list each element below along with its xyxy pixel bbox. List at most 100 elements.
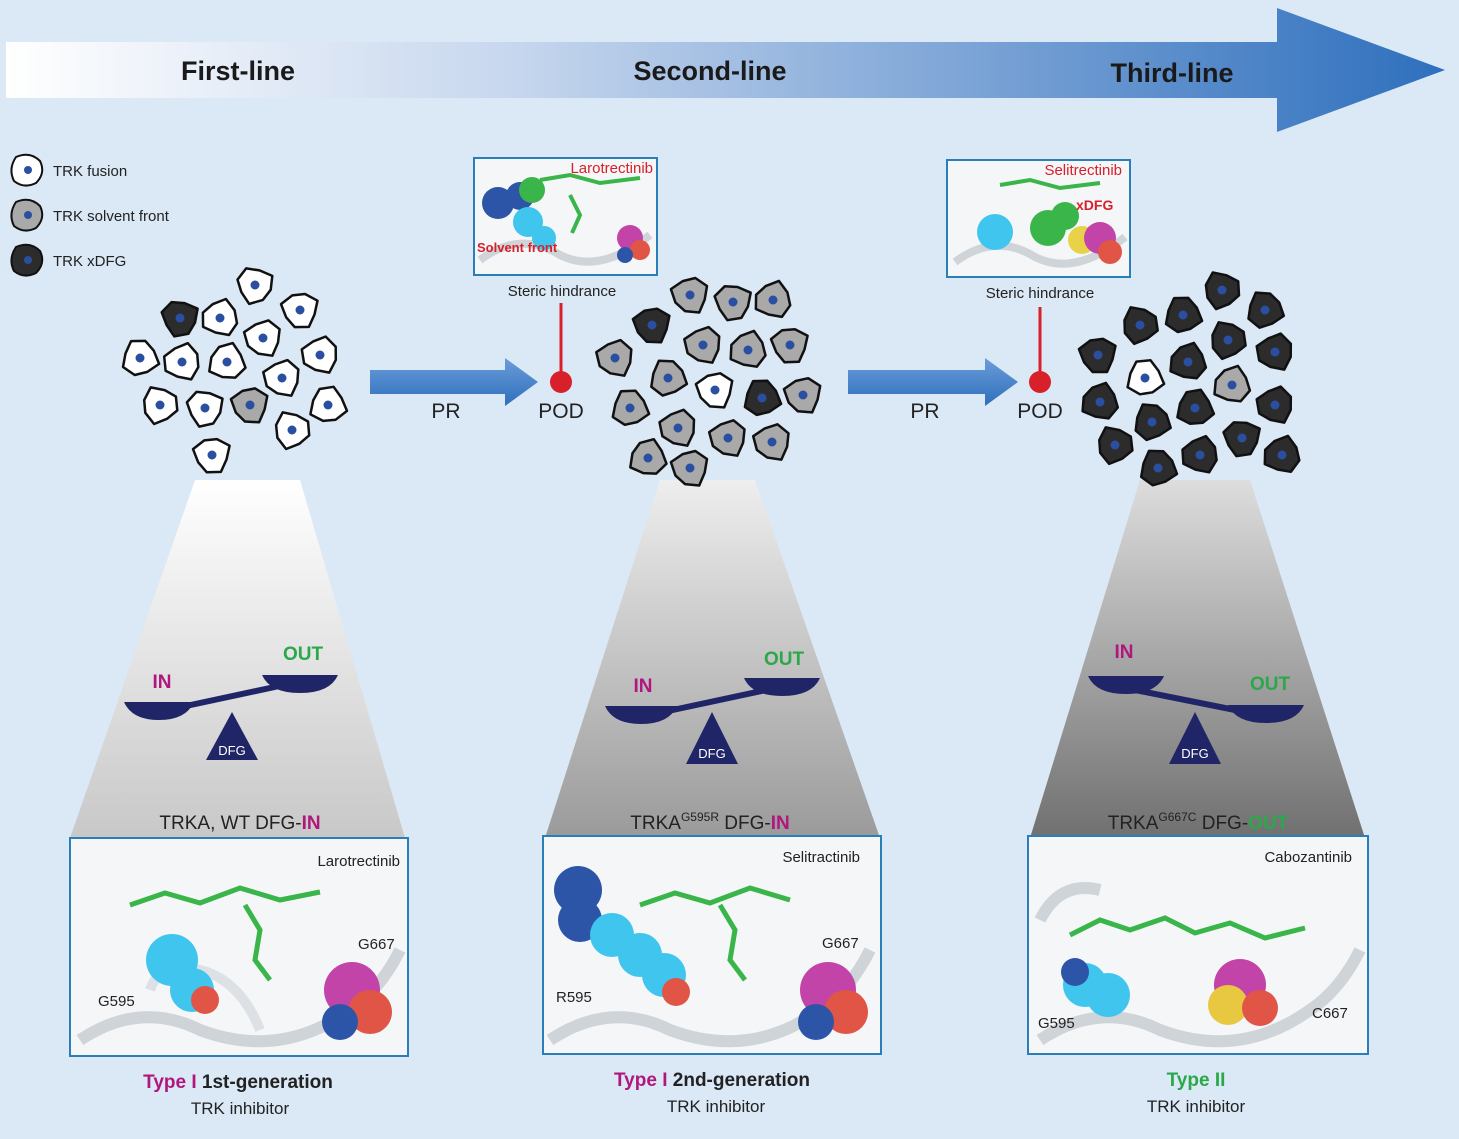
cell-nucleus (785, 340, 795, 350)
cell-nucleus (250, 280, 260, 290)
transition-1: PR POD (370, 303, 584, 423)
cell-nucleus (245, 400, 255, 410)
first-line-label: First-line (181, 56, 295, 86)
balance-out-label: OUT (283, 644, 324, 665)
balance-second: IN OUT DFG (605, 649, 820, 764)
inset-2-caption: Steric hindrance (986, 285, 1094, 302)
cell-cluster-third (1077, 271, 1301, 487)
legend-xdfg-label: TRK xDFG (53, 253, 126, 270)
inhibitor-type-second: Type I 2nd-generation (614, 1070, 810, 1091)
legend: TRK fusion TRK solvent front TRK xDFG (10, 153, 170, 277)
pr-label-1: PR (431, 400, 460, 423)
cell-nucleus (175, 313, 185, 323)
second-line-label: Second-line (633, 56, 786, 86)
residue-right-third: C667 (1312, 1005, 1348, 1022)
mutation-label-first: TRKA, WT DFG-IN (159, 813, 320, 834)
structure-panel-first: Larotrectinib G595 G667 (69, 837, 409, 1057)
cell-nucleus (1095, 397, 1105, 407)
pod-label-1: POD (538, 400, 584, 423)
residue-right-first: G667 (358, 936, 395, 953)
inhibitor-type-first: Type I 1st-generation (143, 1072, 333, 1093)
inset-1-caption: Steric hindrance (508, 283, 616, 300)
cell-nucleus (728, 297, 738, 307)
pod-label-2: POD (1017, 400, 1063, 423)
residue-right-second: G667 (822, 935, 859, 952)
cell-nucleus (1183, 357, 1193, 367)
fulcrum-label: DFG (1181, 746, 1208, 761)
balance-in-label: IN (1115, 642, 1134, 663)
cell-nucleus (1140, 373, 1150, 383)
cone-third (1030, 480, 1365, 838)
cell-nucleus (685, 463, 695, 473)
cell-nucleus (1093, 350, 1103, 360)
cell-nucleus (1270, 347, 1280, 357)
fulcrum (686, 712, 738, 764)
xdfg-cell-icon (10, 243, 44, 277)
inset-2-drug: Selitrectinib (1044, 162, 1122, 179)
cell-cluster-first (121, 267, 349, 474)
drug-name-second: Selitractinib (782, 849, 860, 866)
balance-out-label: OUT (764, 649, 805, 670)
inhibitor-class-first: TRK inhibitor (191, 1099, 290, 1118)
cell-nucleus (643, 453, 653, 463)
pod-marker-1 (550, 371, 572, 393)
drug-name-third: Cabozantinib (1264, 849, 1352, 866)
inset-structure-2: Selitrectinib xDFG Steric hindrance (946, 159, 1131, 302)
fusion-cell-icon (10, 153, 44, 187)
cell-nucleus (315, 350, 325, 360)
inset-2-label: xDFG (1076, 197, 1113, 213)
cell-nucleus (177, 357, 187, 367)
mutation-label-second: TRKAG595R DFG-IN (630, 810, 789, 834)
cell-nucleus (1135, 320, 1145, 330)
cell-nucleus (1223, 335, 1233, 345)
cell-nucleus (287, 425, 297, 435)
cell-nucleus (207, 450, 217, 460)
cell-nucleus (1178, 310, 1188, 320)
transition-2: PR POD (848, 307, 1063, 423)
drug-name-first: Larotrectinib (317, 853, 400, 870)
cell-nucleus (222, 357, 232, 367)
inhibitor-class-second: TRK inhibitor (667, 1097, 766, 1116)
cell-nucleus (710, 385, 720, 395)
cone-first (70, 480, 405, 838)
fulcrum-label: DFG (698, 746, 725, 761)
inset-structure-1: Larotrectinib Solvent front Steric hindr… (473, 157, 658, 300)
cell-nucleus (258, 333, 268, 343)
residue-left-second: R595 (556, 989, 592, 1006)
balance-pan-out (262, 675, 338, 693)
cell-nucleus (673, 423, 683, 433)
inhibitor-class-third: TRK inhibitor (1147, 1097, 1246, 1116)
cell-nucleus (135, 353, 145, 363)
cell-nucleus (723, 433, 733, 443)
cell-nucleus (610, 353, 620, 363)
cell-nucleus (798, 390, 808, 400)
solvent-front-cell-icon (10, 198, 44, 232)
cell-nucleus (1147, 417, 1157, 427)
cell-nucleus (200, 403, 210, 413)
cell-nucleus (1110, 440, 1120, 450)
cell-nucleus (1270, 400, 1280, 410)
third-line-label: Third-line (1111, 58, 1234, 88)
balance-pan-out (1228, 705, 1304, 723)
cell-nucleus (663, 373, 673, 383)
cell-nucleus (1153, 463, 1163, 473)
balance-in-label: IN (153, 672, 172, 693)
cell-nucleus (647, 320, 657, 330)
inhibitor-type-third: Type II (1167, 1070, 1226, 1091)
pr-arrow-2 (848, 358, 1018, 406)
cell-nucleus (625, 403, 635, 413)
legend-fusion-label: TRK fusion (53, 163, 127, 180)
legend-solvent-label: TRK solvent front (53, 208, 170, 225)
balance-pan-in (124, 702, 194, 720)
cell-nucleus (295, 305, 305, 315)
balance-first: IN OUT DFG (124, 644, 338, 760)
cell-cluster-second (595, 276, 822, 487)
cell-nucleus (155, 400, 165, 410)
pr-arrow-1 (370, 358, 538, 406)
residue-left-third: G595 (1038, 1015, 1075, 1032)
inset-1-label: Solvent front (477, 240, 558, 255)
cell-nucleus (1195, 450, 1205, 460)
cell-nucleus (768, 295, 778, 305)
